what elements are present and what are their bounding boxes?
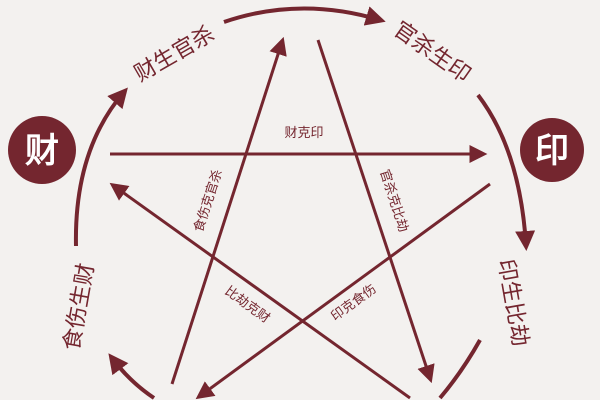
arrow-guan-sha-ke-bi-jie	[316, 39, 435, 384]
arrow-shi-shang-ke-guan-sha	[170, 36, 287, 385]
outer-arrow-top	[223, 6, 386, 26]
label-guan-sha-ke-bi-jie: 官杀克比劫	[376, 167, 411, 234]
outer-arrow-bottom-left	[108, 353, 156, 400]
label-shi-shang-sheng-cai: 食伤生财	[60, 261, 100, 352]
outer-arrow-right	[476, 93, 536, 251]
label-cai-sheng-guan-sha: 财生官杀	[130, 22, 219, 88]
arrow-yin-ke-shi-shang	[195, 182, 491, 400]
label-yin-sheng-bi-jie: 印生比劫	[492, 257, 532, 348]
node-yin-label: 印	[535, 131, 569, 171]
label-guan-sha-sheng-yin: 官杀生印	[389, 17, 475, 88]
outer-arrow-bottom-right	[438, 339, 482, 400]
node-cai-label: 财	[25, 131, 59, 171]
label-yin-ke-shi-shang: 印克食伤	[328, 281, 379, 325]
label-shi-shang-ke-guan-sha: 食伤克官杀	[191, 167, 226, 234]
outer-arrow-left	[73, 87, 128, 247]
label-bi-jie-ke-cai: 比劫克财	[222, 284, 273, 327]
node-yin: 印	[520, 118, 584, 182]
label-cai-ke-yin: 财克印	[284, 126, 323, 141]
arrow-bi-jie-ke-cai	[109, 182, 411, 400]
node-cai: 财	[8, 116, 76, 184]
